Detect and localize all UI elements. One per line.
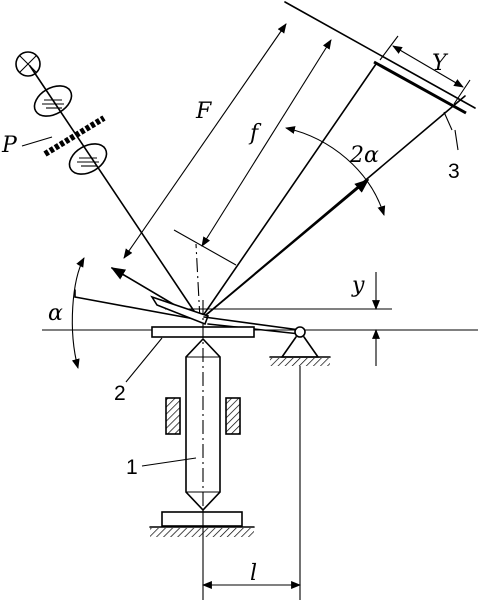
leader-P: [21, 136, 53, 147]
label-Y: Y: [432, 51, 449, 76]
label-l: l: [250, 561, 257, 586]
light-rays: [29, 63, 466, 321]
lamp-icon: [15, 51, 41, 77]
scale-screen: [284, 1, 476, 151]
base-plate: [149, 511, 255, 537]
alpha-arc: [71, 257, 85, 369]
label-f: f: [248, 121, 262, 146]
leader-lines: [125, 337, 197, 467]
label-3: 3: [448, 160, 460, 183]
label-P: P: [1, 133, 18, 158]
mirror-lever: [150, 295, 301, 338]
label-alpha: α: [48, 301, 63, 326]
label-1: 1: [126, 456, 138, 479]
dimension-Y: [379, 35, 471, 105]
two-alpha-arc: [285, 126, 386, 216]
label-two-alpha: 2α: [349, 143, 379, 168]
dimension-f: [173, 39, 332, 266]
lamp-lens-system: [15, 51, 108, 175]
pivot-support: [269, 326, 331, 366]
dimension-F: [123, 23, 287, 259]
lens-upper: [33, 85, 73, 117]
reference-lines: [42, 308, 478, 331]
dimension-l: [202, 366, 301, 600]
lens-lower: [68, 143, 108, 175]
guide-bearings: [165, 397, 241, 435]
label-F: F: [195, 99, 212, 124]
label-2: 2: [114, 382, 126, 405]
polarizer-plate: [43, 115, 106, 157]
label-y: y: [351, 273, 365, 298]
